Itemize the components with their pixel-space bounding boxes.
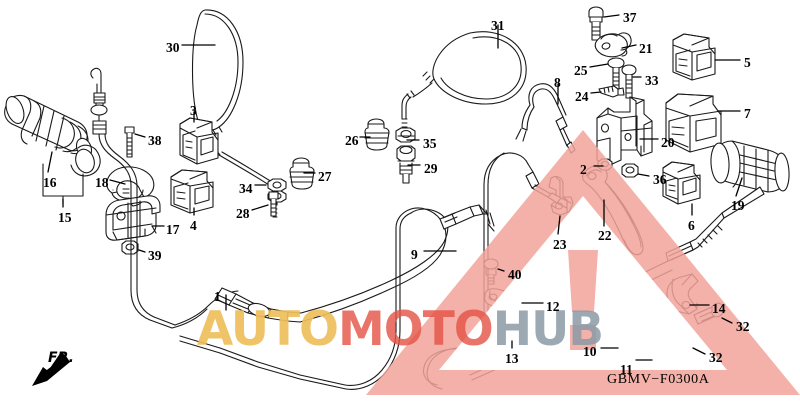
- part-screw-38: [124, 126, 135, 158]
- callout-bolt-40: 40: [508, 267, 522, 282]
- callout-guide-14: 14: [712, 301, 726, 316]
- callout-left-switch-upper: 3: [190, 103, 197, 118]
- callout-left-grip-assy: 15: [58, 210, 72, 225]
- part-boot-27: [289, 157, 315, 190]
- callout-right-mirror: 31: [491, 18, 505, 33]
- part-connector-5: [672, 33, 716, 81]
- callout-holder-17: 17: [166, 222, 180, 237]
- part-nut-39: [121, 240, 139, 255]
- part-number-label: GBMV−F0300A: [607, 372, 710, 387]
- callout-pivot-bolt: 2: [580, 162, 587, 177]
- callout-bolt-32-upper: 32: [736, 319, 750, 334]
- callout-nut-35: 35: [423, 136, 437, 151]
- part-bolt-28: [268, 191, 279, 217]
- callout-left-switch-lower: 4: [190, 218, 197, 233]
- part-screw-33: [621, 64, 637, 99]
- callout-screw-38: 38: [148, 133, 162, 148]
- part-screw-25: [607, 57, 625, 90]
- callout-brake-lever: 22: [598, 228, 612, 243]
- callout-clamp-12: 12: [546, 299, 560, 314]
- callout-bolt-32-lower: 32: [709, 350, 723, 365]
- part-right-mirror: [401, 31, 527, 128]
- callout-left-mirror: 30: [166, 40, 180, 55]
- callout-connector-5: 5: [744, 55, 751, 70]
- part-screw-24: [598, 85, 625, 98]
- callout-boot-27: 27: [318, 169, 332, 184]
- callout-wire-lead: 8: [554, 75, 561, 90]
- callout-screw-33: 33: [645, 73, 659, 88]
- callout-cover-18: 18: [95, 175, 109, 190]
- callout-clamp-21: 21: [639, 41, 653, 56]
- part-switch-3: [179, 117, 219, 165]
- part-left-grip: [4, 94, 101, 205]
- callout-adjuster-29: 29: [424, 161, 438, 176]
- callout-nut-39: 39: [148, 248, 162, 263]
- part-switch-4: [170, 169, 214, 214]
- callout-screw-24: 24: [575, 89, 589, 104]
- callout-right-switch: 7: [744, 106, 751, 121]
- part-bolt-37: [588, 6, 604, 41]
- callout-nut-36: 36: [653, 172, 667, 187]
- callout-nut-34: 34: [239, 181, 253, 196]
- callout-master-bracket: 20: [661, 135, 675, 150]
- callout-throttle-cable: 1: [214, 289, 221, 304]
- callout-bracket-23: 23: [553, 237, 567, 252]
- callout-bolt-37: 37: [623, 10, 637, 25]
- front-direction-arrow: [32, 352, 70, 386]
- callout-brake-hose: 9: [411, 247, 418, 262]
- part-clamp-21: [594, 32, 632, 58]
- callout-bracket-10: 10: [583, 344, 597, 359]
- callout-left-grip: 16: [43, 175, 57, 190]
- callout-clamp-13: 13: [505, 351, 519, 366]
- front-marker-label: FR.: [48, 350, 74, 366]
- callout-boot-26: 26: [345, 133, 359, 148]
- callout-connector-6: 6: [688, 218, 695, 233]
- callout-screw-25: 25: [574, 63, 588, 78]
- callout-right-grip: 19: [731, 198, 745, 213]
- callout-bolt-28: 28: [236, 206, 250, 221]
